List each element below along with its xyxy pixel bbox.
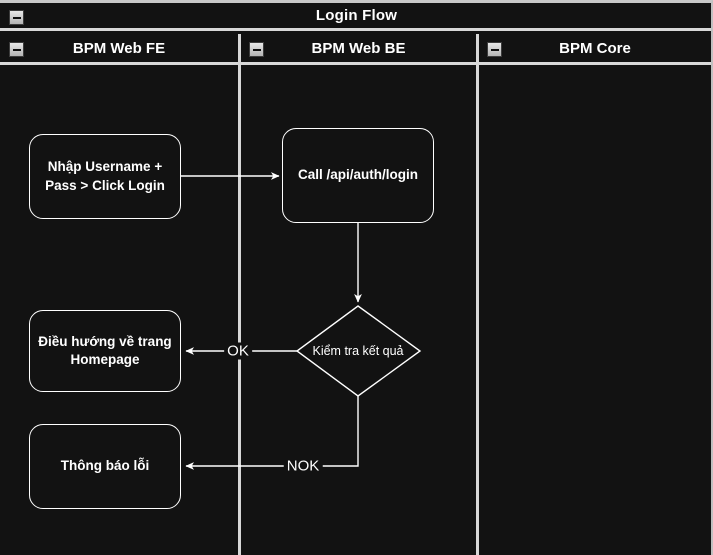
task-node-show-error[interactable]: Thông báo lỗi: [29, 424, 181, 509]
lane-header-fe: BPM Web FE: [0, 34, 238, 65]
lane-separator-be-core: [476, 34, 479, 555]
minus-box-icon-be[interactable]: [249, 42, 264, 57]
lane-header-label-be: BPM Web BE: [311, 39, 406, 57]
lane-header-be: BPM Web BE: [241, 34, 476, 65]
task-node-redirect-homepage[interactable]: Điều hướng về trang Homepage: [29, 310, 181, 392]
task-node-login-input[interactable]: Nhập Username + Pass > Click Login: [29, 134, 181, 219]
pool-title-text: Login Flow: [315, 7, 398, 24]
edge-label-nok: NOK: [283, 457, 323, 475]
pool-title-bar: Login Flow: [0, 3, 711, 31]
task-node-call-api[interactable]: Call /api/auth/login: [282, 128, 434, 223]
lane-header-core: BPM Core: [479, 34, 711, 65]
decision-diamond-label: Kiểm tra kết quả: [312, 344, 404, 358]
minus-box-icon-core[interactable]: [487, 42, 502, 57]
lane-header-label-core: BPM Core: [559, 39, 631, 57]
minus-box-icon-pool[interactable]: [9, 10, 24, 25]
edge-n3-n5-nok: [185, 396, 359, 470]
lane-header-label-fe: BPM Web FE: [72, 39, 166, 57]
edge-label-ok: OK: [224, 342, 252, 360]
lane-separator-fe-be: [238, 34, 241, 555]
minus-box-icon-fe[interactable]: [9, 42, 24, 57]
